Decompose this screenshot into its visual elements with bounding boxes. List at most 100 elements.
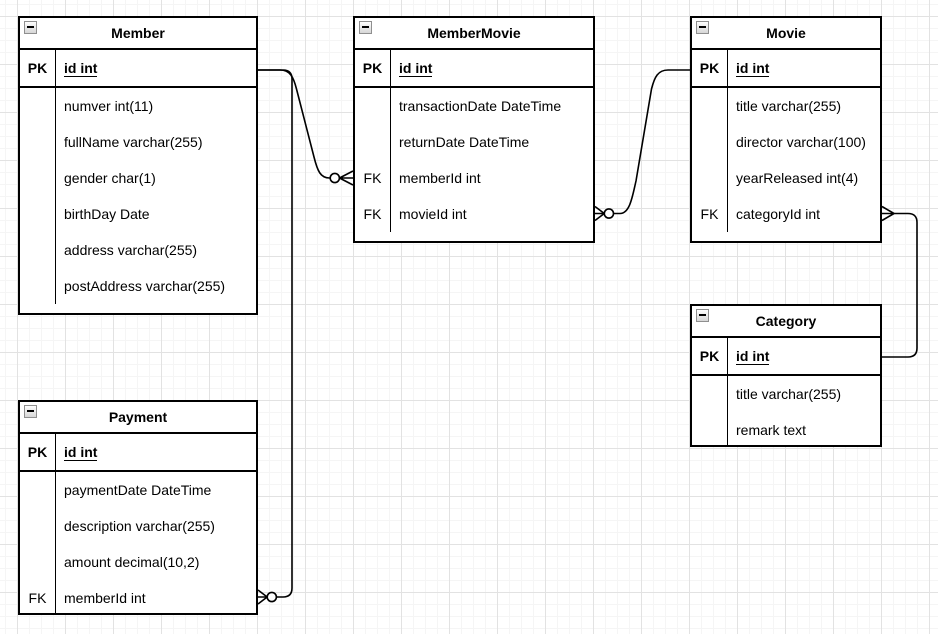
crow-foot-many-icon (339, 170, 354, 186)
row-category-title[interactable]: title varchar(255) (692, 376, 880, 412)
field-name: director varchar(100) (736, 134, 866, 150)
row-member-address[interactable]: address varchar(255) (20, 232, 256, 268)
field-name: postAddress varchar(255) (64, 278, 226, 294)
relationship-member-membermovie[interactable] (258, 69, 354, 186)
field-name: birthDay Date (64, 206, 150, 222)
key-label (692, 124, 728, 160)
pk-label: PK (355, 50, 391, 86)
row-member-postaddress[interactable]: postAddress varchar(255) (20, 268, 256, 304)
field-name: categoryId int (736, 206, 821, 222)
zero-circle-icon (266, 591, 278, 603)
zero-circle-icon (603, 208, 615, 219)
edge-line[interactable] (882, 212, 918, 358)
field-name: id int (64, 443, 98, 461)
row-movie-pk[interactable]: PK id int (692, 50, 880, 88)
field-name: gender char(1) (64, 170, 156, 186)
field-name: memberId int (64, 590, 146, 606)
key-label (20, 472, 56, 508)
row-membermovie-movieid[interactable]: FK movieId int (355, 196, 593, 232)
row-payment-description[interactable]: description varchar(255) (20, 508, 256, 544)
collapse-minus-icon[interactable] (24, 405, 37, 418)
relationship-movie-membermovie[interactable] (594, 69, 691, 222)
field-name: address varchar(255) (64, 242, 198, 258)
row-member-numver[interactable]: numver int(11) (20, 88, 256, 124)
key-label (20, 268, 56, 304)
collapse-minus-icon[interactable] (359, 21, 372, 34)
entity-payment-title: Payment (108, 409, 168, 425)
fk-label: FK (355, 196, 391, 232)
entity-payment-header: Payment (20, 402, 256, 434)
zero-circle-icon (329, 172, 341, 184)
entity-payment[interactable]: Payment PK id int paymentDate DateTime d… (18, 400, 258, 615)
field-name: returnDate DateTime (399, 134, 530, 150)
key-label (355, 88, 391, 124)
row-movie-categoryid[interactable]: FK categoryId int (692, 196, 880, 232)
relationship-member-payment[interactable] (257, 69, 293, 605)
field-name: title varchar(255) (736, 386, 842, 402)
entity-membermovie-header: MemberMovie (355, 18, 593, 50)
field-name: amount decimal(10,2) (64, 554, 200, 570)
entity-member[interactable]: Member PK id int numver int(11) fullName… (18, 16, 258, 315)
crow-foot-many-icon (881, 205, 895, 222)
pk-label: PK (692, 50, 728, 86)
field-name: description varchar(255) (64, 518, 215, 534)
key-label (355, 124, 391, 160)
row-membermovie-memberid[interactable]: FK memberId int (355, 160, 593, 196)
key-label (692, 412, 728, 445)
collapse-minus-icon[interactable] (696, 309, 709, 322)
row-movie-title[interactable]: title varchar(255) (692, 88, 880, 124)
crow-foot-many-icon (257, 589, 268, 605)
fk-label: FK (355, 160, 391, 196)
entity-membermovie-title: MemberMovie (427, 25, 521, 41)
field-name: paymentDate DateTime (64, 482, 212, 498)
row-membermovie-pk[interactable]: PK id int (355, 50, 593, 88)
entity-category-header: Category (692, 306, 880, 338)
field-name: transactionDate DateTime (399, 98, 562, 114)
row-category-remark[interactable]: remark text (692, 412, 880, 445)
row-membermovie-returndate[interactable]: returnDate DateTime (355, 124, 593, 160)
row-member-pk[interactable]: PK id int (20, 50, 256, 88)
field-name: title varchar(255) (736, 98, 842, 114)
entity-member-header: Member (20, 18, 256, 50)
key-label (20, 508, 56, 544)
entity-category[interactable]: Category PK id int title varchar(255) re… (690, 304, 882, 447)
relationship-category-movie[interactable] (881, 205, 918, 358)
pk-label: PK (20, 50, 56, 86)
edge-line[interactable] (613, 69, 691, 215)
collapse-minus-icon[interactable] (24, 21, 37, 34)
field-name: id int (399, 59, 433, 77)
field-name: memberId int (399, 170, 481, 186)
row-payment-paymentdate[interactable]: paymentDate DateTime (20, 472, 256, 508)
key-label (692, 160, 728, 196)
field-name: remark text (736, 422, 807, 438)
edge-line[interactable] (258, 69, 293, 598)
entity-member-title: Member (111, 25, 165, 41)
row-membermovie-transactiondate[interactable]: transactionDate DateTime (355, 88, 593, 124)
entity-movie[interactable]: Movie PK id int title varchar(255) direc… (690, 16, 882, 243)
field-name: fullName varchar(255) (64, 134, 203, 150)
edge-line[interactable] (258, 69, 330, 179)
collapse-minus-icon[interactable] (696, 21, 709, 34)
key-label (20, 160, 56, 196)
row-payment-amount[interactable]: amount decimal(10,2) (20, 544, 256, 580)
row-member-birthday[interactable]: birthDay Date (20, 196, 256, 232)
key-label (692, 376, 728, 412)
entity-movie-header: Movie (692, 18, 880, 50)
row-movie-director[interactable]: director varchar(100) (692, 124, 880, 160)
entity-category-title: Category (755, 313, 817, 329)
entity-movie-title: Movie (766, 25, 806, 41)
row-member-fullname[interactable]: fullName varchar(255) (20, 124, 256, 160)
key-label (20, 88, 56, 124)
key-label (692, 88, 728, 124)
row-payment-memberid[interactable]: FK memberId int (20, 580, 256, 613)
key-label (20, 124, 56, 160)
row-member-gender[interactable]: gender char(1) (20, 160, 256, 196)
row-movie-yearreleased[interactable]: yearReleased int(4) (692, 160, 880, 196)
field-name: movieId int (399, 206, 467, 222)
entity-membermovie[interactable]: MemberMovie PK id int transactionDate Da… (353, 16, 595, 243)
row-category-pk[interactable]: PK id int (692, 338, 880, 376)
pk-label: PK (692, 338, 728, 374)
key-label (20, 544, 56, 580)
row-payment-pk[interactable]: PK id int (20, 434, 256, 472)
